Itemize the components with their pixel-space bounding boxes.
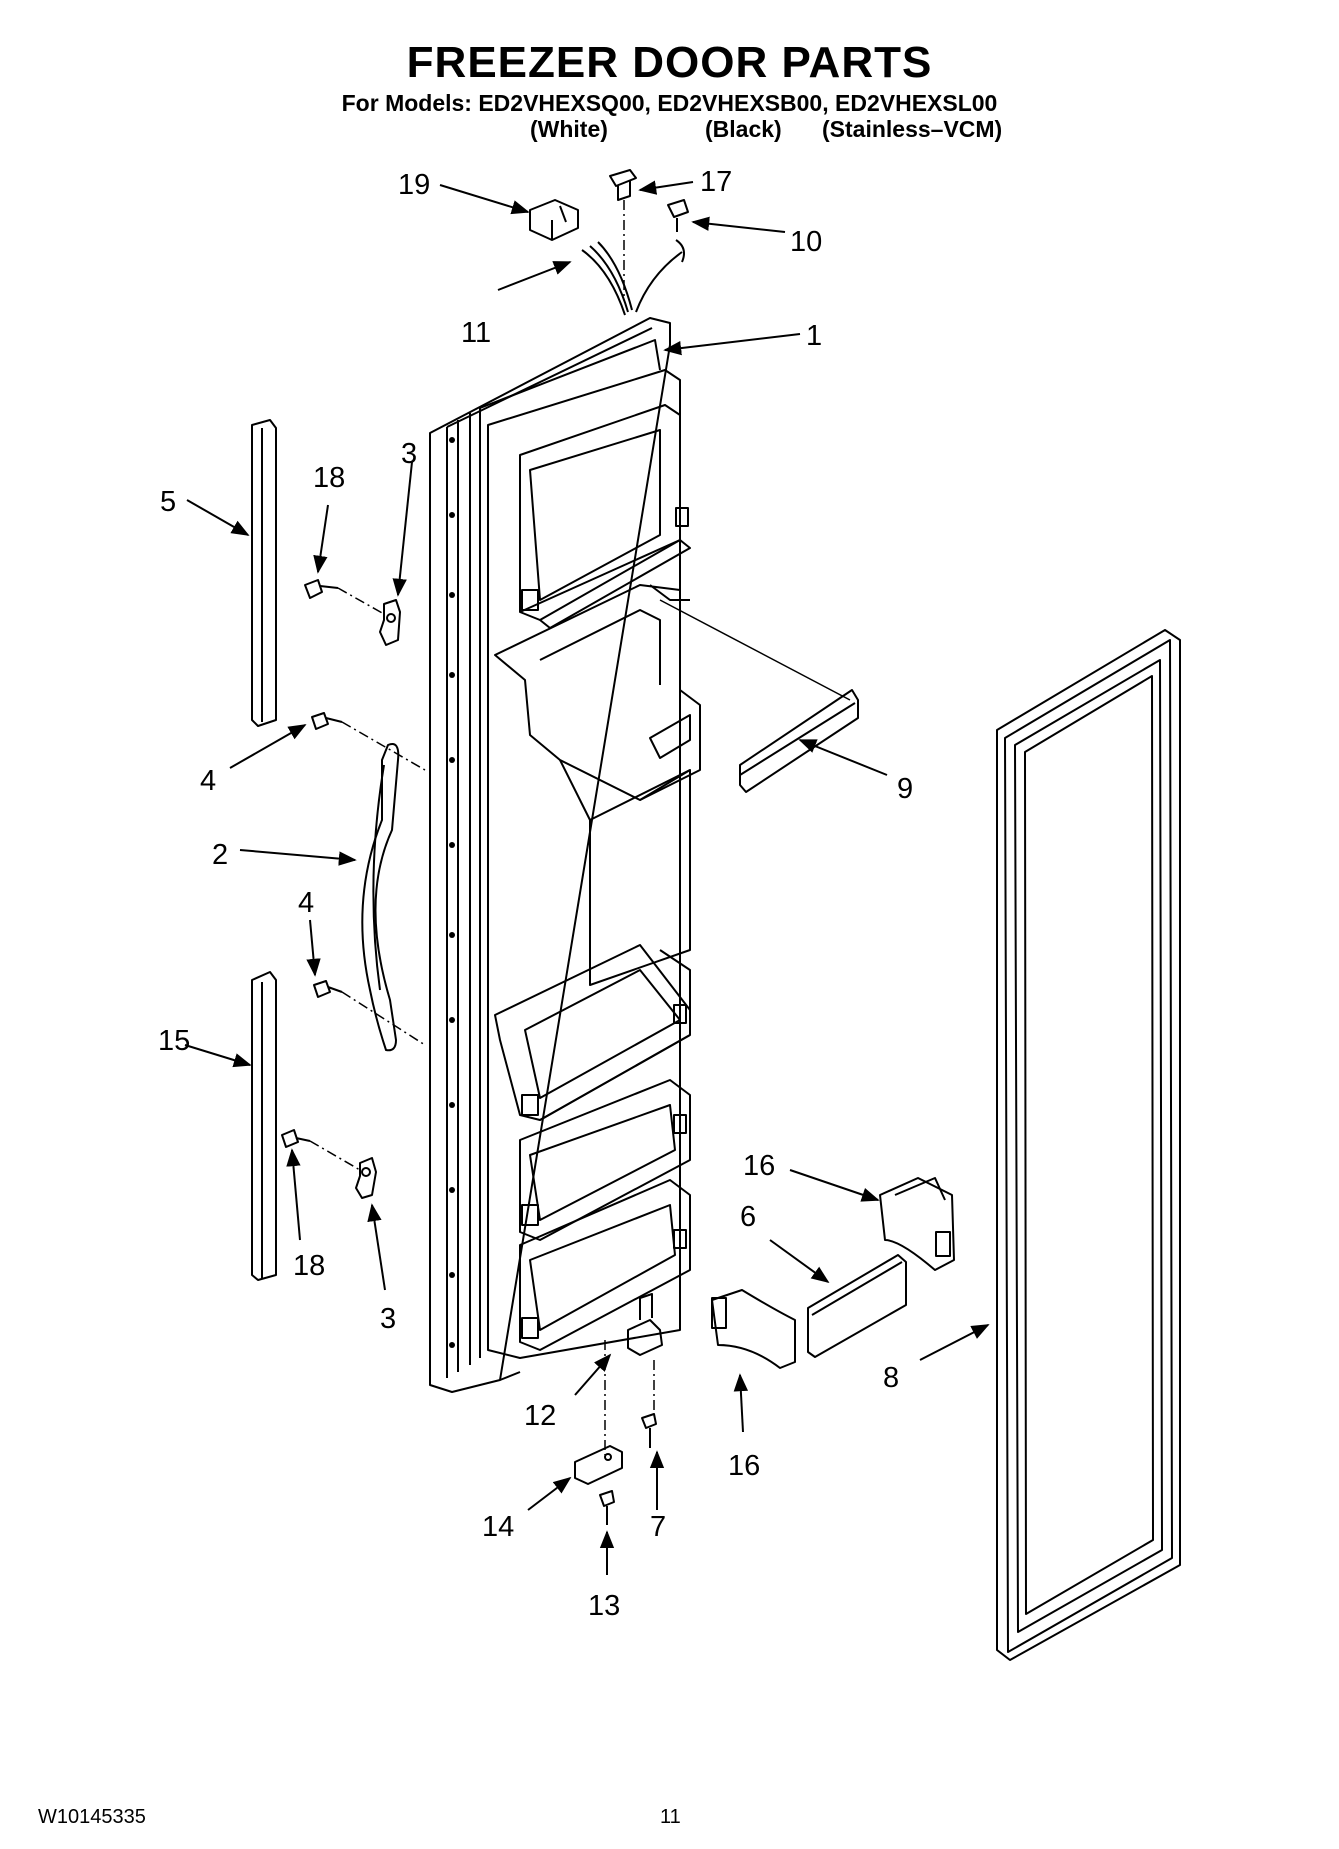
- connector-19: [529, 199, 579, 241]
- middle-shelf: [494, 944, 691, 1121]
- callout-arrows: [184, 180, 990, 1575]
- callout-14: 14: [482, 1511, 514, 1543]
- freezer-door-panel: [429, 317, 681, 1393]
- handle-clip-lower: [355, 1157, 377, 1199]
- callout-17: 17: [700, 166, 732, 198]
- callout-16-upper: 16: [743, 1150, 775, 1182]
- screw-18-lower: [281, 1129, 311, 1148]
- callout-2: 2: [212, 839, 228, 871]
- upper-shelf: [519, 404, 691, 629]
- door-handle: [361, 743, 400, 1052]
- bottom-shelf: [519, 1179, 691, 1351]
- lower-shelf: [519, 1079, 691, 1241]
- rail-leader-line: [659, 599, 851, 701]
- rail-9: [739, 689, 859, 793]
- callout-4-upper: 4: [200, 765, 216, 797]
- callout-13: 13: [588, 1590, 620, 1622]
- callout-7: 7: [650, 1511, 666, 1543]
- door-gasket-8: [996, 629, 1181, 1661]
- trim-6: [807, 1254, 907, 1358]
- hinge-12: [627, 1293, 663, 1356]
- callout-16-lower: 16: [728, 1450, 760, 1482]
- callout-11: 11: [461, 317, 491, 349]
- variant-stainless: (Stainless–VCM): [822, 116, 1003, 142]
- document-number: W10145335: [38, 1806, 146, 1828]
- screw-4-lower: [313, 980, 343, 998]
- page-number: 11: [660, 1806, 681, 1828]
- callout-labels: 19 17 10 11 1 3 18 5 4 9 2 4 15 18 3 16 …: [158, 166, 913, 1622]
- callout-6: 6: [740, 1201, 756, 1233]
- screw-13: [599, 1490, 615, 1525]
- hinge-cover-16-upper: [879, 1177, 955, 1271]
- callout-9: 9: [897, 773, 913, 805]
- page-title: FREEZER DOOR PARTS: [406, 38, 933, 87]
- callout-18-lower: 18: [293, 1250, 325, 1282]
- callout-12: 12: [524, 1400, 556, 1432]
- callout-4-lower: 4: [298, 887, 314, 919]
- callout-8: 8: [883, 1362, 899, 1394]
- screw-7: [641, 1413, 657, 1448]
- dispenser-housing: [494, 584, 701, 986]
- handle-clip-upper: [379, 599, 401, 646]
- callout-19: 19: [398, 169, 430, 201]
- guide-lines: [309, 200, 655, 1455]
- callout-18-upper: 18: [313, 462, 345, 494]
- trim-strip-upper: [251, 419, 277, 727]
- variant-black: (Black): [705, 116, 782, 142]
- screw-18-upper: [304, 579, 339, 599]
- callout-5: 5: [160, 486, 176, 518]
- screw-10: [667, 199, 689, 232]
- wire-harness-11: [581, 239, 685, 316]
- hinge-cover-16-lower: [711, 1289, 796, 1369]
- callout-3-upper: 3: [401, 438, 417, 470]
- model-list: For Models: ED2VHEXSQ00, ED2VHEXSB00, ED…: [341, 90, 998, 116]
- variant-white: (White): [530, 116, 608, 142]
- callout-3-lower: 3: [380, 1303, 396, 1335]
- callout-1: 1: [806, 320, 822, 352]
- callout-10: 10: [790, 226, 822, 258]
- callout-15: 15: [158, 1025, 190, 1057]
- screw-4-upper: [311, 712, 343, 730]
- trim-strip-lower: [251, 971, 277, 1281]
- grommet-17: [609, 169, 637, 201]
- bracket-14: [574, 1445, 623, 1485]
